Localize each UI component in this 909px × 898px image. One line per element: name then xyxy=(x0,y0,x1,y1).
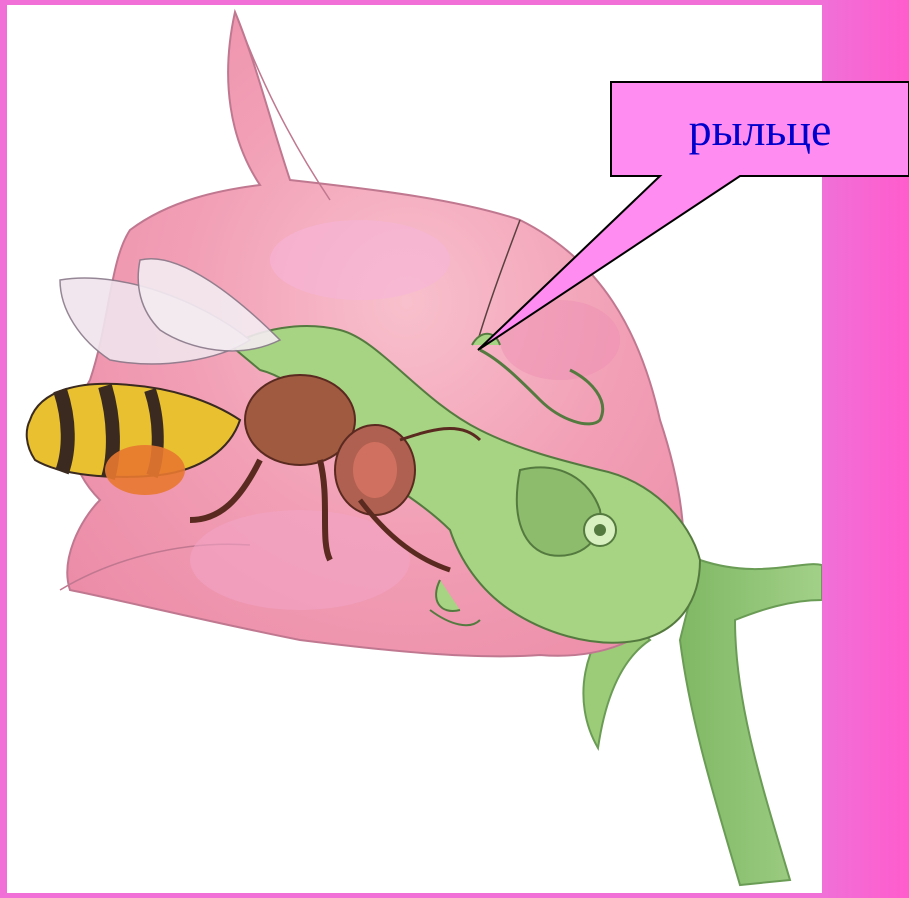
callout-label: рыльце xyxy=(611,82,909,176)
slide-frame-left xyxy=(0,0,7,898)
slide-frame-bottom xyxy=(0,893,909,898)
